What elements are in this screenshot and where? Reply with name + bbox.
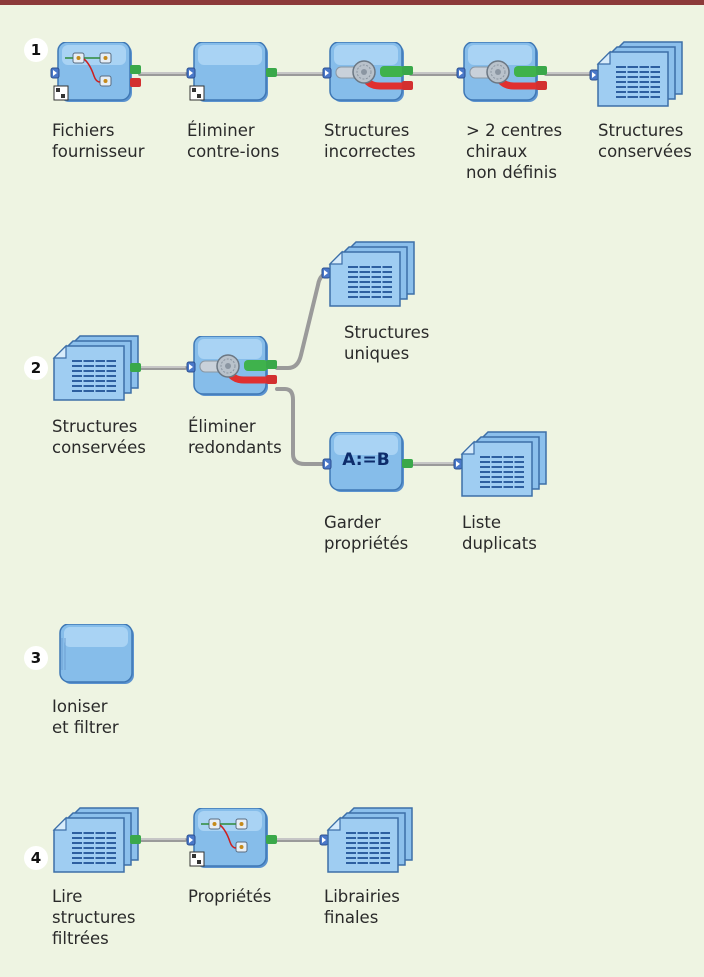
- node-label: Fichiers fournisseur: [52, 121, 145, 161]
- metanode-icon: [50, 42, 141, 102]
- node-label: Structures uniques: [344, 323, 430, 363]
- node-label: Lire structures filtrées: [52, 887, 136, 948]
- formula-label: A:=B: [342, 450, 390, 470]
- node-label: Structures incorrectes: [324, 121, 416, 161]
- node-label: > 2 centres chiraux non définis: [466, 121, 563, 182]
- section-number: 4: [24, 846, 48, 870]
- document-stack-icon: [321, 241, 415, 307]
- filter-node-icon: [322, 42, 413, 102]
- node-label: Liste duplicats: [462, 513, 537, 553]
- formula-node-icon: [322, 432, 413, 492]
- document-stack-icon: [589, 41, 683, 107]
- node-label: Propriétés: [188, 887, 272, 906]
- document-stack-icon: [52, 807, 141, 873]
- filter-node-icon: [186, 336, 277, 396]
- filter-node-icon: [456, 42, 547, 102]
- node-label: Éliminer redondants: [188, 417, 282, 457]
- node-label: Ioniser et filtrer: [52, 697, 119, 737]
- section-number: 3: [24, 646, 48, 670]
- node-label: Garder propriétés: [324, 513, 409, 553]
- metanode-icon: [186, 808, 277, 868]
- section-number: 2: [24, 356, 48, 380]
- blank-node-icon: [186, 42, 277, 102]
- document-stack-icon: [52, 335, 141, 401]
- node-label: Éliminer contre-ions: [187, 121, 280, 161]
- node-label: Librairies finales: [324, 887, 400, 927]
- document-stack-icon: [319, 807, 413, 873]
- document-stack-icon: [453, 431, 547, 497]
- section-number: 1: [24, 38, 48, 62]
- node-label: Structures conservées: [52, 417, 146, 457]
- top-accent-bar: [0, 0, 704, 5]
- connector: [275, 387, 324, 466]
- node-label: Structures conservées: [598, 121, 692, 161]
- blank-node-icon: [59, 624, 134, 684]
